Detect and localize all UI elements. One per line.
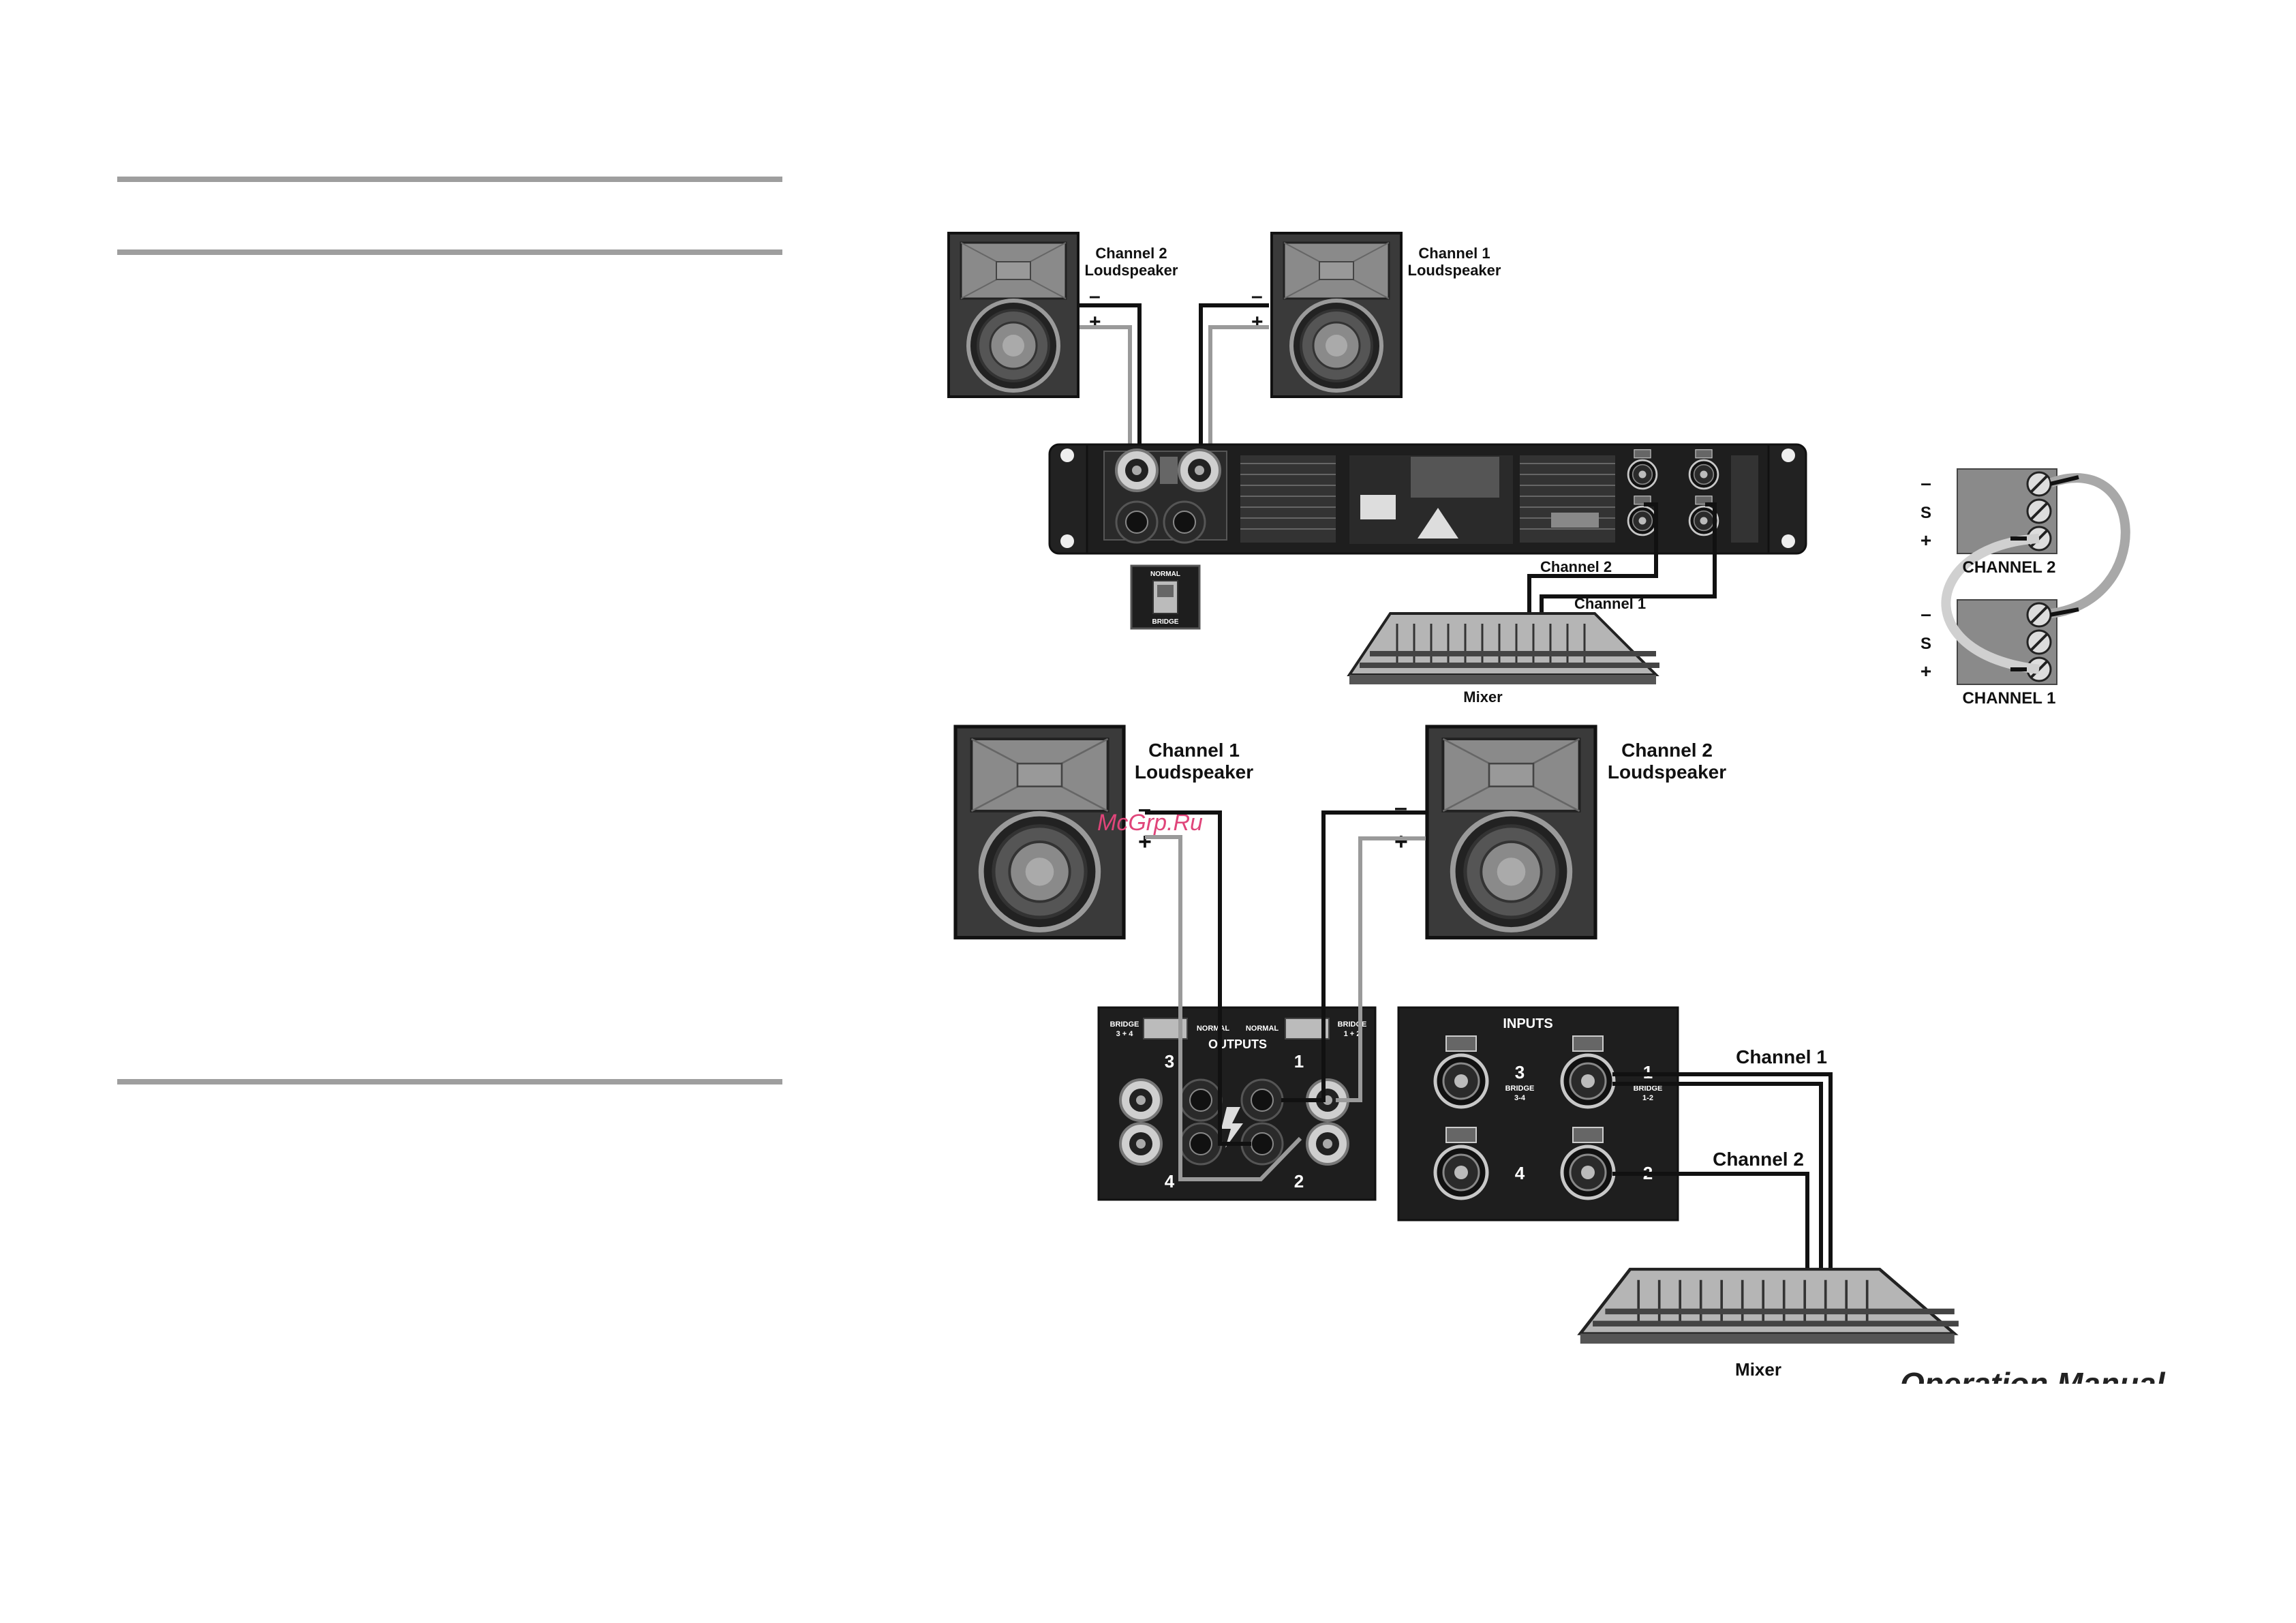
outputs-bridge34-label-2: 3 + 4 (1116, 1030, 1134, 1038)
outputs-title: OUTPUTS (1208, 1037, 1267, 1051)
bottom-right-loudspeaker (1427, 727, 1595, 938)
footer-clip-region: Operation Manual (1881, 1366, 2222, 1425)
input-bridge12-2: 1-2 (1642, 1094, 1653, 1102)
top-right-speaker-label-1: Channel 1 (1418, 245, 1490, 262)
input-num-3: 3 (1515, 1062, 1525, 1082)
top-right-speaker-label-2: Loudspeaker (1408, 262, 1501, 279)
input-bridge12-1: BRIDGE (1634, 1084, 1663, 1093)
terminal-strip-diagram: – S + – S + CHANNEL 2 CHANNEL 1 (1920, 468, 2130, 708)
inputs-panel: INPUTS 3 1 4 2 BRIDGE 3-4 BRIDGE 1-2 (1397, 1006, 1679, 1222)
terminal-ch2-s: S (1920, 504, 1931, 522)
output-num-2: 2 (1294, 1171, 1304, 1192)
bottom-cable-ch2-label: Channel 2 (1713, 1149, 1804, 1170)
terminal-ch1-plus: + (1920, 661, 1931, 682)
bottom-left-minus: – (1138, 796, 1151, 822)
outputs-normal-left: NORMAL (1197, 1025, 1230, 1033)
bottom-right-minus: – (1394, 795, 1407, 821)
terminal-ch2-label: CHANNEL 2 (1963, 558, 2056, 577)
top-left-plus: + (1089, 311, 1101, 333)
top-mixer-label: Mixer (1463, 688, 1503, 706)
terminal-ch1-label: CHANNEL 1 (1963, 689, 2056, 708)
top-wiring-diagram: Channel 2 Loudspeaker Channel 1 Loudspea… (949, 233, 1807, 706)
bottom-mixer (1580, 1269, 1959, 1344)
terminal-ch2-plus: + (1920, 530, 1931, 551)
switch-label-bridge: BRIDGE (1152, 618, 1179, 626)
top-right-plus: + (1251, 311, 1264, 333)
input-num-4: 4 (1515, 1163, 1525, 1183)
bottom-mixer-label: Mixer (1735, 1359, 1781, 1380)
bottom-right-speaker-label-1: Channel 2 (1621, 740, 1713, 761)
top-left-speaker-label-1: Channel 2 (1095, 245, 1167, 262)
bottom-left-speaker-label-2: Loudspeaker (1135, 761, 1253, 783)
amplifier-rear-panel (1048, 443, 1807, 555)
top-mixer (1348, 612, 1661, 686)
top-rule-2 (117, 249, 782, 255)
output-num-4: 4 (1165, 1171, 1175, 1192)
outputs-normal-right: NORMAL (1246, 1025, 1279, 1033)
terminal-ch2-minus: – (1920, 472, 1931, 494)
switch-label-normal: NORMAL (1150, 571, 1180, 578)
top-right-minus: – (1251, 285, 1263, 307)
terminal-ch1-minus: – (1920, 603, 1931, 624)
top-left-minus: – (1089, 285, 1101, 307)
terminal-ch1-s: S (1920, 635, 1931, 653)
bottom-input-cables (1612, 1072, 1833, 1269)
bottom-speaker-cables (1145, 810, 1426, 1181)
outputs-panel: BRIDGE 3 + 4 NORMAL NORMAL BRIDGE 1 + 2 … (1097, 1006, 1377, 1201)
top-rule-1 (117, 177, 782, 182)
outputs-bridge12-label-2: 1 + 2 (1344, 1030, 1361, 1038)
bottom-right-plus: + (1394, 829, 1408, 855)
bottom-right-speaker-label-2: Loudspeaker (1608, 761, 1726, 783)
input-bridge34-1: BRIDGE (1505, 1084, 1535, 1093)
normal-bridge-switch: NORMAL BRIDGE (1130, 564, 1201, 630)
top-input-cables (1527, 502, 1717, 613)
top-cable-ch1-label: Channel 1 (1574, 595, 1646, 612)
top-left-loudspeaker (949, 233, 1078, 397)
top-left-speaker-label-2: Loudspeaker (1085, 262, 1178, 279)
bottom-cable-ch1-label: Channel 1 (1736, 1046, 1827, 1067)
output-num-3: 3 (1165, 1051, 1174, 1072)
top-right-loudspeaker (1272, 233, 1401, 397)
mid-rule (117, 1079, 782, 1084)
input-bridge34-2: 3-4 (1514, 1094, 1526, 1102)
bottom-wiring-diagram: Channel 1 Loudspeaker Channel 2 Loudspea… (955, 727, 2222, 1425)
output-num-1: 1 (1294, 1051, 1304, 1072)
outputs-bridge34-label-1: BRIDGE (1110, 1020, 1139, 1029)
bottom-left-speaker-label-1: Channel 1 (1148, 740, 1240, 761)
inputs-title: INPUTS (1503, 1016, 1552, 1031)
top-cable-ch2-label: Channel 2 (1540, 558, 1612, 575)
